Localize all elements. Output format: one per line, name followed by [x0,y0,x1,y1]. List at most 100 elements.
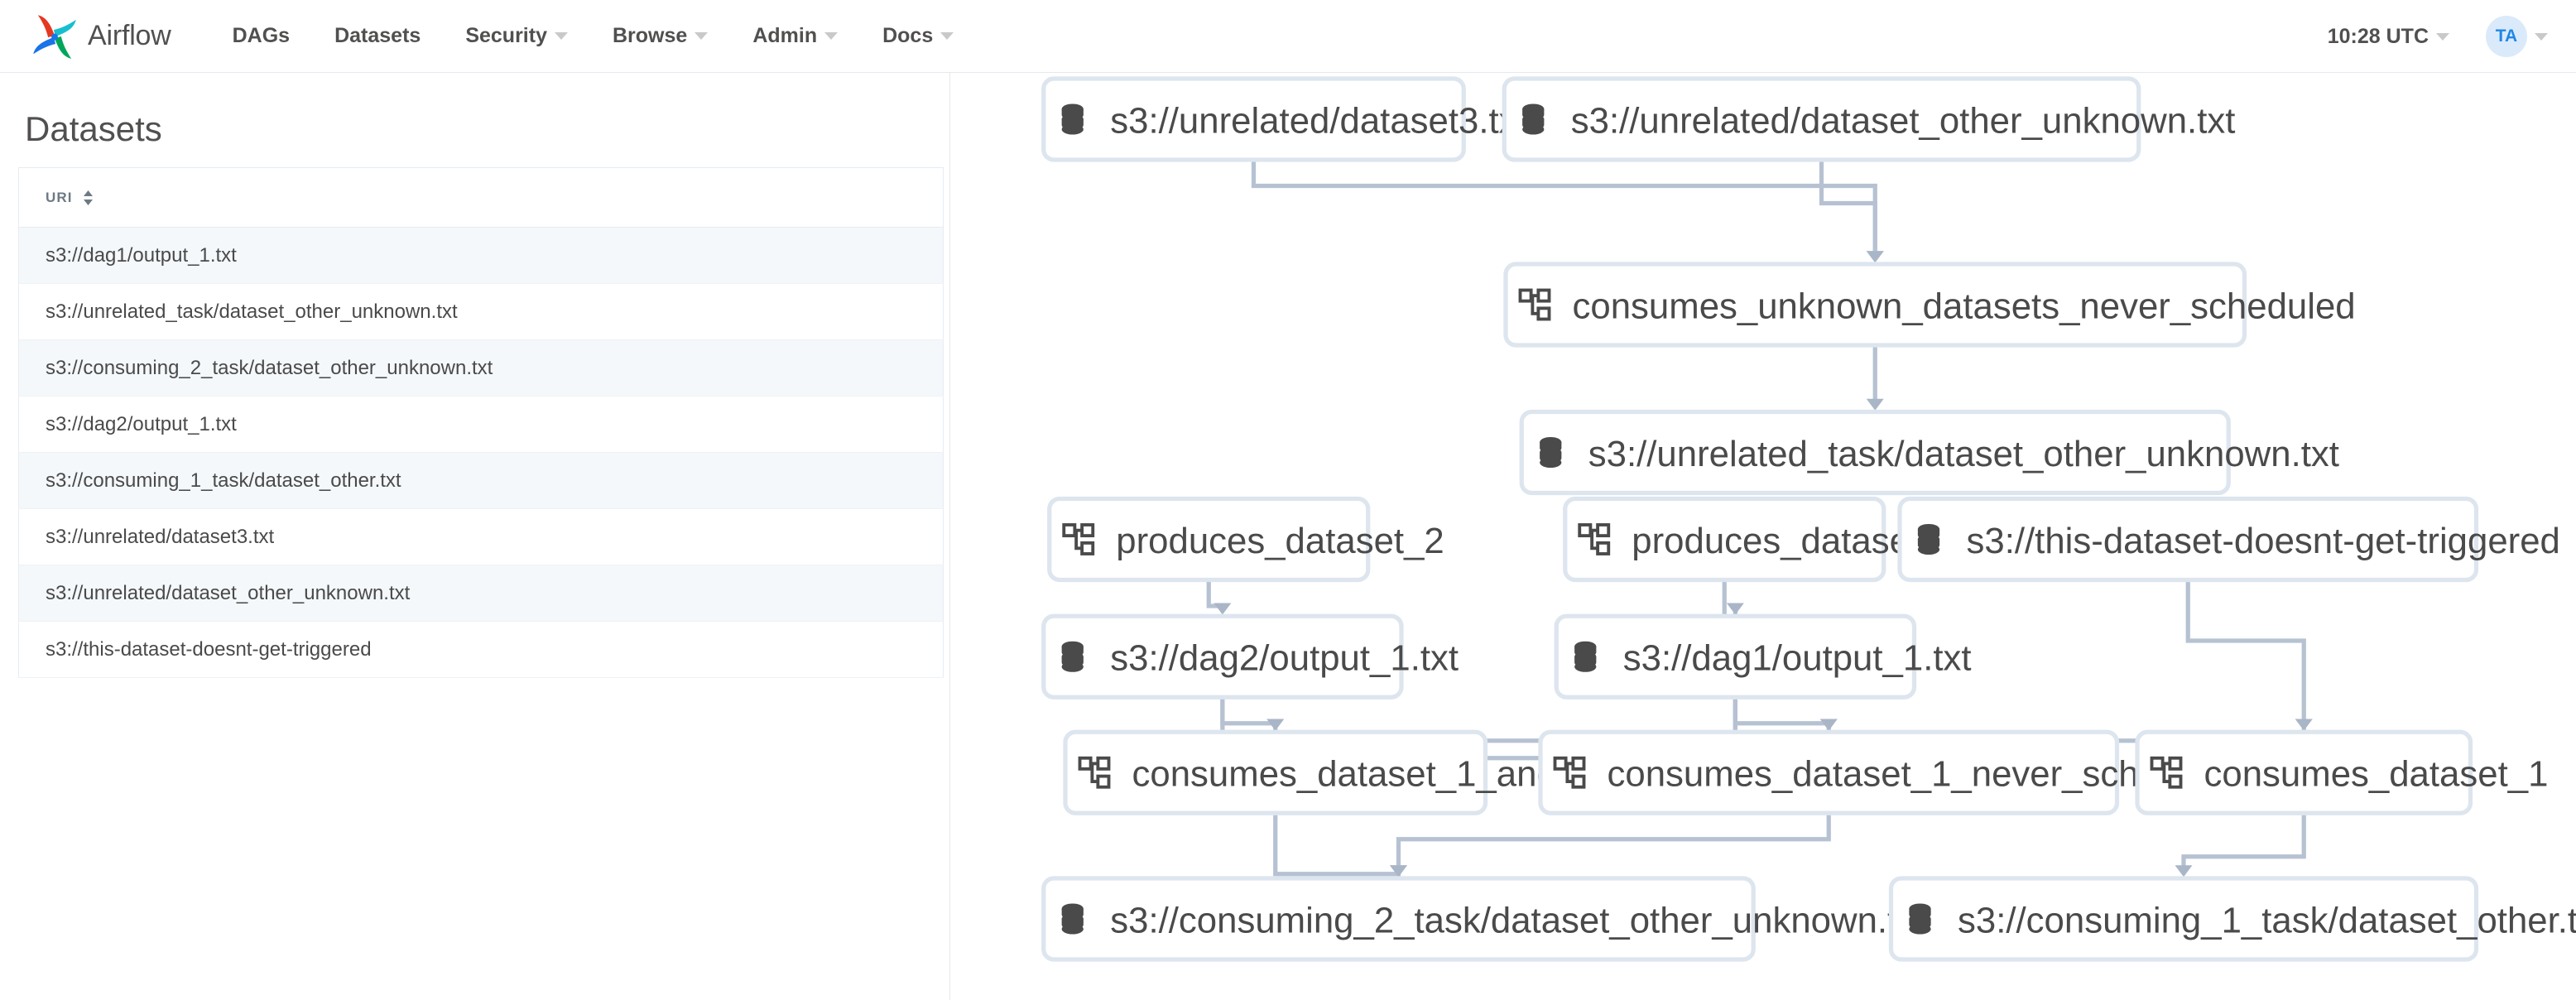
graph-node-dataset[interactable]: s3://consuming_1_task/dataset_other.txt [1888,876,2576,962]
node-background[interactable] [1041,876,1756,962]
graph-edge [1273,813,1401,877]
nav-item-dags[interactable]: DAGs [233,24,290,48]
database-icon [1061,103,1084,135]
dataset-uri-cell[interactable]: s3://unrelated/dataset3.txt [18,508,944,565]
nav-item-docs[interactable]: Docs [882,24,954,48]
utc-clock-label: 10:28 UTC [2327,24,2429,48]
node-label: s3://this-dataset-doesnt-get-triggered [1967,521,2560,561]
nav-item-label: Docs [882,24,934,47]
node-label: s3://dag1/output_1.txt [1623,638,1972,679]
brand[interactable]: Airflow [31,13,171,60]
node-label: s3://consuming_2_task/dataset_other_unkn… [1110,900,1925,940]
nav-item-datasets[interactable]: Datasets [334,24,421,48]
node-background[interactable] [1563,496,1886,583]
dataset-uri-cell[interactable]: s3://this-dataset-doesnt-get-triggered [18,621,944,678]
table-row[interactable]: s3://dag1/output_1.txt [18,227,944,284]
graph-node-dataset[interactable]: s3://dag2/output_1.txt [1041,613,1459,700]
arrow-head-icon [1266,719,1285,731]
dataset-uri-cell[interactable]: s3://consuming_2_task/dataset_other_unkn… [18,339,944,397]
database-icon [1917,523,1940,555]
table-row[interactable]: s3://consuming_1_task/dataset_other.txt [18,452,944,509]
graph-edge [1819,160,1877,252]
avatar[interactable]: TA [2486,16,2527,57]
nav-item-label: Browse [613,24,688,47]
node-background[interactable] [1554,613,1917,700]
database-icon [1909,903,1931,935]
graph-edge [1251,160,1877,252]
utc-clock[interactable]: 10:28 UTC [2328,25,2449,49]
dataset-uri-cell[interactable]: s3://dag1/output_1.txt [18,227,944,284]
sitemap-icon [1578,523,1611,555]
navbar-right: 10:28 UTC TA [2328,0,2548,73]
node-background[interactable] [1897,496,2479,583]
column-header-uri[interactable]: URI [18,167,944,228]
nav-item-label: Security [465,24,547,47]
user-menu[interactable]: TA [2486,16,2548,57]
sitemap-icon [2150,756,2183,789]
chevron-down-icon [2535,32,2548,41]
database-icon [1061,903,1084,935]
chevron-down-icon [694,32,709,40]
node-background[interactable] [2135,729,2473,815]
table-row[interactable]: s3://unrelated/dataset3.txt [18,508,944,565]
nav-links: DAGs Datasets Security Browse Admin Docs [233,24,999,48]
node-label: produces_dataset_2 [1116,521,1444,561]
dataset-uri-cell[interactable]: s3://unrelated/dataset_other_unknown.txt [18,565,944,622]
brand-name: Airflow [88,20,171,51]
graph-edge [2185,579,2306,721]
chevron-down-icon [555,32,568,40]
node-background[interactable] [1519,409,2231,496]
graph-node-dataset[interactable]: s3://unrelated/dataset3.txt [1041,76,1527,162]
graph-node-dag[interactable]: consumes_dataset_1_and_2 [1063,729,1597,815]
table-head: URI [18,167,944,228]
table-row[interactable]: s3://unrelated_task/dataset_other_unknow… [18,283,944,340]
graph-node-dataset[interactable]: s3://unrelated/dataset_other_unknown.txt [1502,76,2235,162]
arrow-head-icon [1866,251,1884,263]
graph-node-dag[interactable]: produces_dataset_2 [1047,496,1444,583]
graph-node-dataset[interactable]: s3://dag1/output_1.txt [1554,613,1972,700]
table-row[interactable]: s3://unrelated/dataset_other_unknown.txt [18,565,944,622]
node-background[interactable] [1502,76,2141,162]
dataset-uri-cell[interactable]: s3://unrelated_task/dataset_other_unknow… [18,283,944,340]
graph-edge [1206,579,1225,608]
nav-item-admin[interactable]: Admin [752,24,839,48]
graph-node-dag[interactable]: consumes_dataset_1 [2135,729,2549,815]
node-label: s3://consuming_1_task/dataset_other.txt [1958,900,2576,940]
graph-node-dag[interactable]: consumes_unknown_datasets_never_schedule… [1503,262,2356,348]
node-background[interactable] [1538,729,2120,815]
nav-item-security[interactable]: Security [465,24,568,48]
avatar-initials: TA [2495,26,2518,46]
table-row[interactable]: s3://this-dataset-doesnt-get-triggered [18,621,944,678]
sort-icon[interactable] [83,190,94,206]
node-background[interactable] [1041,76,1466,162]
arrow-head-icon [1214,603,1232,615]
node-background[interactable] [1047,496,1371,583]
node-background[interactable] [1503,262,2247,348]
graph-node-dataset[interactable]: s3://this-dataset-doesnt-get-triggered [1897,496,2560,583]
node-background[interactable] [1063,729,1488,815]
page-title: Datasets [25,109,162,148]
graph-node-dataset[interactable]: s3://unrelated_task/dataset_other_unknow… [1519,409,2339,496]
node-background[interactable] [1041,613,1404,700]
dataset-uri-cell[interactable]: s3://dag2/output_1.txt [18,396,944,453]
graph-edge [1396,813,1831,867]
dataset-uri-cell[interactable]: s3://consuming_1_task/dataset_other.txt [18,452,944,509]
table-row[interactable]: s3://consuming_2_task/dataset_other_unkn… [18,339,944,397]
top-navbar: Airflow DAGs Datasets Security Browse Ad… [0,0,2576,73]
arrow-head-icon [1819,719,1838,731]
graph-node-dataset[interactable]: s3://consuming_2_task/dataset_other_unkn… [1041,876,1926,962]
node-label: consumes_dataset_1 [2204,754,2549,795]
sitemap-icon [1553,756,1586,789]
nav-item-browse[interactable]: Browse [613,24,709,48]
node-background[interactable] [1888,876,2479,962]
nav-item-label: DAGs [232,24,291,47]
table-row[interactable]: s3://dag2/output_1.txt [18,396,944,453]
table-header-row: URI [18,167,944,228]
airflow-logo-icon [33,14,76,59]
node-label: consumes_unknown_datasets_never_schedule… [1573,286,2356,326]
arrow-head-icon [1726,603,1744,615]
